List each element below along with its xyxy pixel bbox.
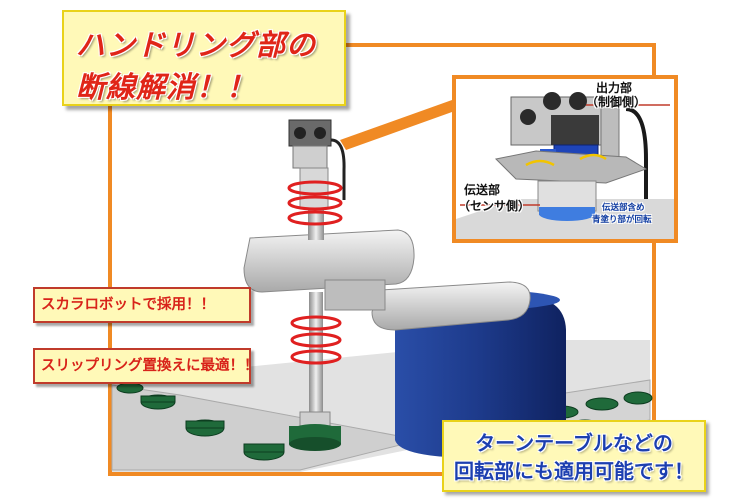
title-line-2: 断線解消！！ (76, 70, 257, 104)
robot-arm-2 (371, 281, 531, 331)
turntable-line-1: ターンテーブルなどの (475, 431, 673, 455)
note-scara: スカラロボットで採用！！ (33, 287, 251, 323)
title-callout: ハンドリング部の 断線解消！！ (62, 10, 346, 106)
rotate-note-line-2: 青塗り部が回転 (592, 215, 652, 225)
conveyor-belt (111, 384, 421, 471)
turntable-line-2: 回転部にも適用可能です！ (454, 459, 694, 483)
output-label: 出力部 (596, 81, 633, 95)
rotary-joint-detail-inset: 出力部 （制御側） 伝送部 （センサ側） 伝送部含め 青塗り部が回転 (452, 75, 678, 243)
robot-arm-1 (243, 229, 415, 293)
output-sub-label: （制御側） (586, 95, 647, 109)
gripper (299, 411, 331, 427)
rotate-note-line-1: 伝送部含め (602, 203, 645, 213)
robot-base (395, 296, 566, 458)
transmit-sub-label: （センサ側） (458, 199, 531, 213)
rotation-arrows-upper (287, 180, 343, 226)
transmit-label: 伝送部 (464, 183, 501, 197)
callout-pointer (340, 100, 452, 150)
note-slipring: スリップリング置換えに最適！！ (33, 348, 259, 384)
lower-shaft (309, 292, 323, 422)
title-line-1: ハンドリング部の (76, 28, 317, 62)
turntable-callout: ターンテーブルなどの 回転部にも適用可能です！ (442, 420, 706, 492)
rotary-joint-detail-drawing (456, 92, 674, 239)
arm-joint (324, 279, 386, 311)
rotation-arrows-lower (290, 315, 342, 365)
